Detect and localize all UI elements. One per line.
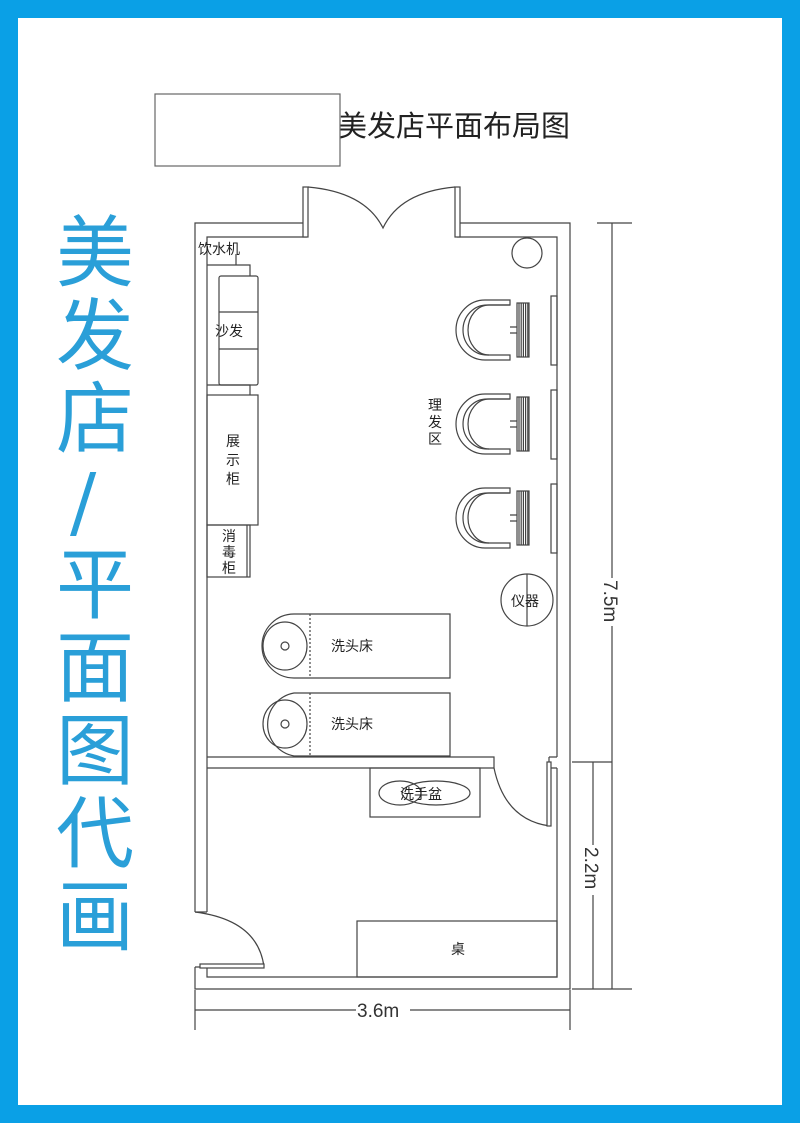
wash-basin-label: 洗手盆 (400, 787, 442, 803)
sterilizer-cabinet: 消 毒 柜 (206, 524, 251, 578)
display-cabinet-label: 展 (226, 434, 240, 450)
back-room-dimension: 2.2m (580, 847, 601, 889)
side-title-char: 图 (56, 707, 134, 797)
barber-chair (455, 389, 558, 460)
sterilizer-label: 毒 (222, 545, 236, 561)
side-door[interactable] (194, 911, 265, 969)
water-dispenser: 饮水机 (198, 242, 240, 265)
wash-basin: 洗手盆 (369, 767, 481, 818)
sterilizer-label: 消 (222, 529, 236, 545)
display-cabinet-label: 示 (226, 453, 240, 469)
barber-chair (455, 295, 558, 366)
mirror (550, 483, 558, 554)
instrument: 仪器 (500, 573, 554, 627)
blank-label-box (154, 93, 341, 167)
desk-label: 桌 (451, 942, 465, 958)
page-title: 美发店平面布局图 (338, 109, 570, 143)
width-dimension: 3.6m (357, 1001, 399, 1022)
display-cabinet-label: 柜 (226, 472, 240, 488)
mirror (550, 389, 558, 460)
instrument-label: 仪器 (511, 594, 539, 610)
shampoo-bed: 洗头床 (261, 613, 451, 679)
haircut-area-label-char: 区 (428, 432, 442, 448)
inner-door[interactable] (493, 761, 552, 827)
barber-chair (455, 483, 558, 554)
haircut-area-label: 理 发 区 (428, 398, 442, 448)
side-title-char: 代 (56, 790, 134, 880)
dimension-lines: 7.5m 2.2m 3.6m (194, 222, 632, 1030)
sofa-label: 沙发 (215, 324, 243, 340)
length-dimension: 7.5m (599, 580, 620, 622)
haircut-area-label-char: 发 (428, 415, 442, 431)
front-door[interactable] (302, 186, 461, 238)
haircut-area-label-char: 理 (428, 398, 442, 414)
water-dispenser-label: 饮水机 (198, 242, 240, 258)
side-title-char: 平 (56, 541, 134, 631)
haircut-chairs (455, 295, 558, 554)
side-title-char: 美 (56, 209, 134, 299)
desk: 桌 (356, 920, 558, 978)
side-title-char: 面 (56, 624, 134, 714)
side-title-char: 画 (56, 873, 134, 963)
shampoo-bed: 洗头床 (262, 692, 451, 757)
shampoo-bed-label: 洗头床 (331, 639, 373, 655)
plant-icon (511, 237, 543, 269)
side-title-char: 发 (56, 292, 134, 382)
side-title-char: / (70, 458, 97, 548)
mirror (550, 295, 558, 366)
sofa: 沙发 (207, 264, 259, 395)
side-title-char: 店 (56, 375, 134, 465)
shampoo-bed-label: 洗头床 (331, 717, 373, 733)
sterilizer-label: 柜 (222, 561, 236, 577)
display-cabinet: 展 示 柜 (206, 394, 259, 526)
